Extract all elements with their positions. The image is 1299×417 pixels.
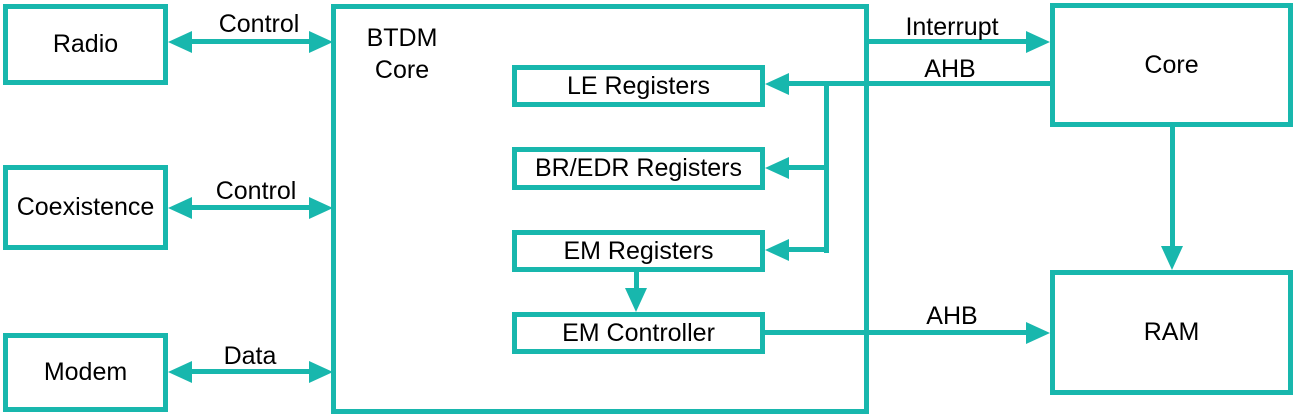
- em-registers-to-controller-arrowhead-icon: [625, 288, 647, 312]
- ahb-em-registers-arrowhead-icon: [765, 239, 789, 261]
- le-registers-block: LE Registers: [512, 65, 765, 107]
- control-radio-arrowhead-left-icon: [168, 31, 192, 53]
- data-modem-arrowhead-left-icon: [168, 361, 192, 383]
- em-controller-label: EM Controller: [562, 318, 715, 347]
- le-registers-label: LE Registers: [566, 71, 711, 100]
- ram-label: RAM: [1143, 318, 1200, 346]
- ahb-br-edr-line: [788, 165, 829, 170]
- btdm-core-label-line2: Core: [374, 56, 430, 84]
- control-radio-label: Control: [218, 10, 300, 38]
- core-block: Core: [1050, 3, 1293, 127]
- control-radio-line: [189, 39, 311, 44]
- data-modem-label: Data: [223, 342, 277, 370]
- ahb-bottom-label: AHB: [926, 302, 978, 330]
- radio-block: Radio: [3, 4, 168, 85]
- ram-block: RAM: [1050, 270, 1293, 395]
- interrupt-line: [866, 39, 1026, 44]
- interrupt-arrowhead-icon: [1026, 31, 1050, 53]
- ahb-le-registers-arrowhead-icon: [765, 73, 789, 95]
- control-coexistence-line: [189, 205, 311, 210]
- em-controller-block: EM Controller: [512, 312, 765, 354]
- ahb-bottom-line: [763, 330, 1026, 335]
- interrupt-label: Interrupt: [905, 13, 999, 41]
- ahb-top-line: [788, 81, 1050, 86]
- control-coexistence-label: Control: [215, 177, 297, 205]
- ahb-br-edr-arrowhead-icon: [765, 157, 789, 179]
- modem-block: Modem: [3, 333, 168, 412]
- em-registers-label: EM Registers: [563, 236, 714, 265]
- control-coexistence-arrowhead-right-icon: [309, 197, 333, 219]
- em-registers-to-controller-line: [634, 270, 639, 290]
- em-registers-block: EM Registers: [512, 230, 765, 272]
- ahb-ram-arrowhead-icon: [1026, 322, 1050, 344]
- br-edr-registers-label: BR/EDR Registers: [535, 154, 742, 182]
- coexistence-block: Coexistence: [3, 165, 168, 250]
- core-to-ram-arrowhead-icon: [1161, 246, 1183, 270]
- btdm-core-label-line1: BTDM: [366, 24, 438, 52]
- modem-label: Modem: [43, 358, 128, 386]
- data-modem-arrowhead-right-icon: [309, 361, 333, 383]
- core-label: Core: [1144, 50, 1199, 79]
- coexistence-label: Coexistence: [16, 193, 155, 221]
- btdm-core-label: BTDM Core: [342, 22, 462, 86]
- control-coexistence-arrowhead-left-icon: [168, 197, 192, 219]
- br-edr-registers-block: BR/EDR Registers: [512, 147, 765, 190]
- radio-label: Radio: [52, 30, 119, 58]
- ahb-top-label: AHB: [924, 55, 976, 83]
- data-modem-line: [189, 369, 311, 374]
- ahb-em-registers-line: [788, 247, 829, 252]
- control-radio-arrowhead-right-icon: [309, 31, 333, 53]
- core-to-ram-line: [1170, 125, 1175, 247]
